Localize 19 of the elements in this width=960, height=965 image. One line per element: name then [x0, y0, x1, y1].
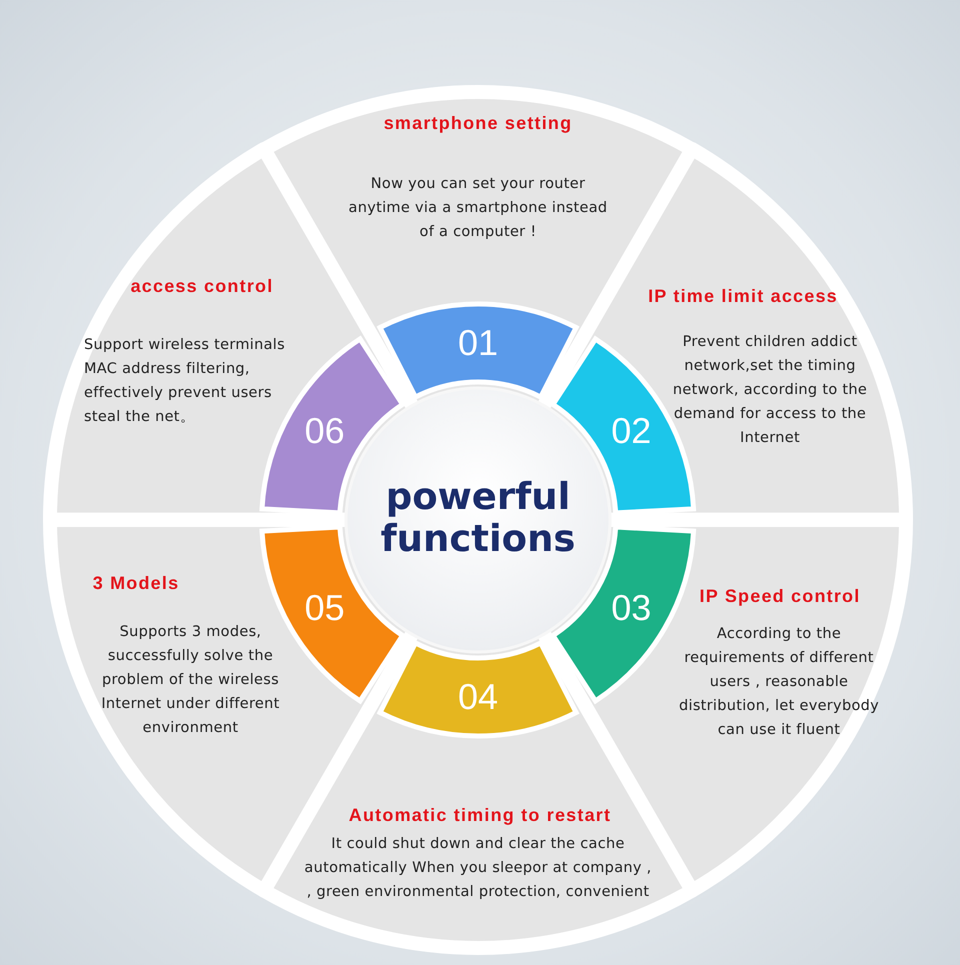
- section-heading: IP time limit access: [647, 284, 839, 307]
- section-heading: 3 Models: [92, 572, 180, 594]
- section-heading: access control: [130, 274, 274, 297]
- description-text: Supports 3 modes, successfully solve the problem of the wireless Internet under different environment: [100, 623, 281, 738]
- section-heading: IP Speed control: [698, 585, 862, 607]
- center-title: powerful functions: [380, 476, 576, 560]
- description-text: Prevent children addict network,set the timing network, according to the demand for access to the Internet: [672, 332, 868, 448]
- step-number: 04: [456, 676, 499, 717]
- section-heading: smartphone setting: [382, 112, 574, 134]
- description-text: It could shut down and clear the cache automatically When you sleepor at company , , green environmental protection, convenient: [303, 835, 653, 902]
- step-number: 02: [610, 411, 652, 452]
- step-number: 05: [304, 588, 346, 628]
- description-text: Support wireless terminals MAC address filtering, effectively prevent users steal the net。: [84, 336, 286, 427]
- step-number: 03: [610, 588, 652, 628]
- section-heading: Automatic timing to restart: [348, 804, 612, 826]
- step-number: 06: [304, 411, 346, 452]
- description-text: According to the requirements of different users , reasonable distribution, let everybody can use it fluent: [678, 625, 880, 740]
- description-text: Now you can set your router anytime via a smartphone instead of a computer !: [348, 175, 608, 242]
- step-number: 01: [456, 323, 499, 363]
